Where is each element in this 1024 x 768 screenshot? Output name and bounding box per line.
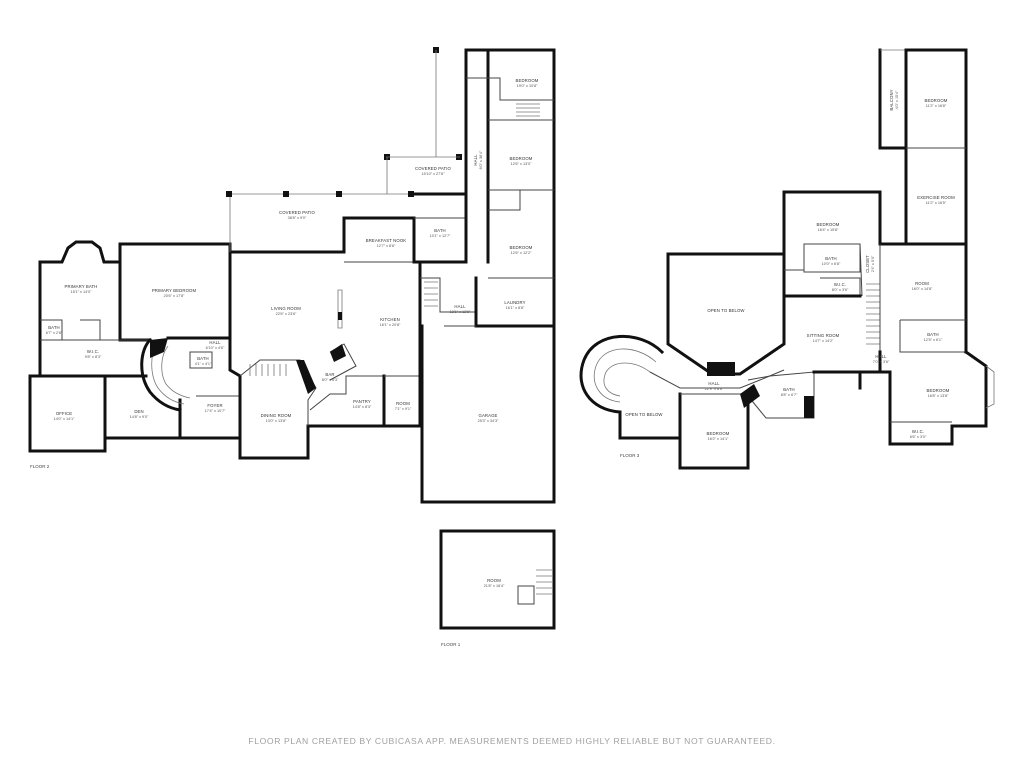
floor-2-plan: [28, 47, 556, 504]
room-name: BEDROOM: [925, 98, 948, 103]
room-name: W.I.C.: [834, 282, 846, 287]
room-name: PRIMARY BEDROOM: [152, 288, 197, 293]
room-dimensions: 4'1" x 4'1": [195, 362, 212, 366]
floor-label: FLOOR 1: [441, 642, 461, 647]
room-name: FOYER: [207, 403, 222, 408]
room-dimensions: 14'8" x 8'3": [353, 405, 372, 409]
room-dimensions: 16'4" x 15'8": [818, 228, 839, 232]
room-name: EXERCISE ROOM: [917, 195, 955, 200]
room-dimensions: 8'0" x 6'3": [322, 378, 339, 382]
room-name: SITTING ROOM: [807, 333, 840, 338]
room-name: DEN: [134, 409, 143, 414]
room-dimensions: 13'0" x 13'8": [266, 419, 287, 423]
room-name: BEDROOM: [510, 156, 533, 161]
room-name: BEDROOM: [510, 245, 533, 250]
floor-3-plan: [579, 48, 995, 470]
room-dimensions: 22'6" x 23'6": [276, 312, 297, 316]
room-name: COVERED PATIO: [415, 166, 452, 171]
room-name: BEDROOM: [707, 431, 730, 436]
room-name: HALL: [875, 354, 887, 359]
room-name: LIVING ROOM: [271, 306, 301, 311]
room-name: ROOM: [915, 281, 929, 286]
room-name: HALL: [454, 304, 466, 309]
room-name: KITCHEN: [380, 317, 400, 322]
room-name: BALCONY: [889, 89, 894, 110]
room-name: BEDROOM: [927, 388, 950, 393]
room-dimensions: 11'2" x 16'5": [926, 201, 947, 205]
disclaimer-text: FLOOR PLAN CREATED BY CUBICASA APP. MEAS…: [248, 736, 775, 746]
room-name: PANTRY: [353, 399, 371, 404]
room-dimensions: 17'4" x 10'7": [205, 409, 226, 413]
room-name: DINING ROOM: [261, 413, 292, 418]
room-dimensions: 14'8" x 9'0": [130, 415, 149, 419]
room-name: BREAKFAST NOOK: [366, 238, 407, 243]
room-dimensions: 15'10" x 27'8": [422, 172, 446, 176]
room-name: W.I.C.: [912, 429, 924, 434]
room-dimensions: 10'1" x 12'7": [430, 234, 451, 238]
room-dimensions: 16'1" x 8'8": [506, 306, 525, 310]
room-dimensions: 11'2" x 16'8": [926, 104, 947, 108]
room-dimensions: 2'4" x 5'0": [871, 255, 875, 272]
room-name: BEDROOM: [817, 222, 840, 227]
room-name: BEDROOM: [516, 78, 539, 83]
room-name: ROOM: [487, 578, 501, 583]
room-dimensions: 20'6" x 17'8": [164, 294, 185, 298]
room-name: COVERED PATIO: [279, 210, 316, 215]
room-dimensions: 14'0" x 14'1": [54, 417, 75, 421]
room-name: HALL: [708, 381, 720, 386]
room-dimensions: 12'7" x 8'6": [377, 244, 396, 248]
room-dimensions: 6'6" x 3'0": [910, 435, 927, 439]
room-name: BATH: [48, 325, 60, 330]
room-dimensions: 12'1" x 12'6": [450, 310, 471, 314]
room-name: BATH: [825, 256, 837, 261]
floor-label: FLOOR 2: [30, 464, 50, 469]
room-dimensions: 8'0" x 3'6": [832, 288, 849, 292]
room-name: OPEN TO BELOW: [625, 412, 663, 417]
room-dimensions: 6'0" x 36'4": [479, 150, 483, 169]
room-dimensions: 16'1" x 20'8": [380, 323, 401, 327]
room-dimensions: 6'10" x 4'6": [206, 346, 225, 350]
room-labels: PRIMARY BATH 15'1" x 14'0" PRIMARY BEDRO…: [46, 78, 955, 588]
room-name: OPEN TO BELOW: [707, 308, 745, 313]
room-name: HALL: [209, 340, 221, 345]
room-name: BATH: [783, 387, 795, 392]
room-dimensions: 12'5" x 6'1": [924, 338, 943, 342]
room-dimensions: 16'8" x 13'8": [928, 394, 949, 398]
room-name: BATH: [197, 356, 209, 361]
room-name: HALL: [473, 154, 478, 166]
room-name: PRIMARY BATH: [65, 284, 98, 289]
room-name: GARAGE: [479, 413, 498, 418]
room-name: ROOM: [396, 401, 410, 406]
room-name: BAR: [325, 372, 334, 377]
room-name: OFFICE: [56, 411, 72, 416]
room-name: W.I.C.: [87, 349, 99, 354]
room-dimensions: 15'1" x 14'0": [71, 290, 92, 294]
floor-label: FLOOR 3: [620, 453, 640, 458]
room-name: CLOSET: [865, 255, 870, 273]
room-dimensions: 38'8" x 9'0": [288, 216, 307, 220]
room-dimensions: 22'9" x 8'6": [705, 387, 724, 391]
room-dimensions: 19'0" x 10'8": [517, 84, 538, 88]
room-dimensions: 21'8" x 16'4": [484, 584, 505, 588]
room-dimensions: 16'0" x 14'8": [912, 287, 933, 291]
room-dimensions: 8'8" x 6'7": [781, 393, 798, 397]
room-dimensions: 12'6" x 12'2": [511, 251, 532, 255]
room-dimensions: 16'2" x 14'1": [708, 437, 729, 441]
room-name: LAUNDRY: [504, 300, 525, 305]
room-dimensions: 25'3" x 34'3": [478, 419, 499, 423]
room-dimensions: 6'7" x 2'8": [46, 331, 63, 335]
room-name: BATH: [927, 332, 939, 337]
room-dimensions: 4'0" x 15'4": [895, 90, 899, 109]
room-dimensions: 9'8" x 8'3": [85, 355, 102, 359]
room-dimensions: 10'0" x 6'8": [822, 262, 841, 266]
floor-1-plan: [439, 529, 556, 630]
room-dimensions: 7'1" x 9'1": [395, 407, 412, 411]
room-name: BATH: [434, 228, 446, 233]
room-dimensions: 7'0" x 3'6": [873, 360, 890, 364]
room-dimensions: 12'6" x 13'0": [511, 162, 532, 166]
room-dimensions: 14'7" x 14'2": [813, 339, 834, 343]
